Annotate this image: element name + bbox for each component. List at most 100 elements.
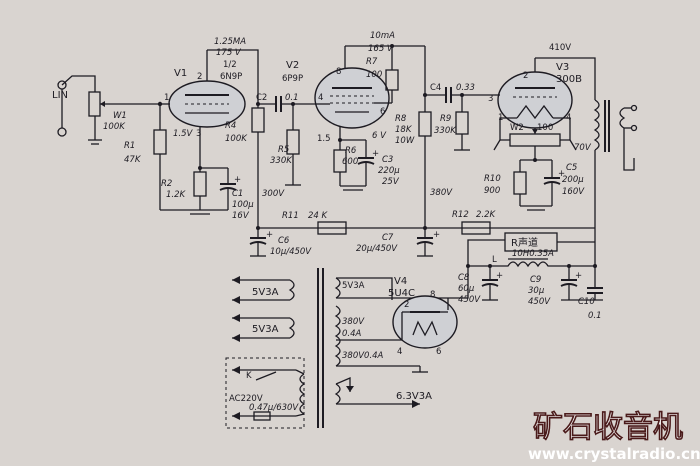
svg-text:+: + — [234, 175, 241, 185]
r11-name: R11 — [282, 211, 299, 221]
c2-capacitor: C2 0.1 — [256, 93, 315, 112]
v1-current: 1.25MA — [214, 37, 246, 47]
c5-name: C5 — [566, 163, 577, 173]
c1-name: C1 — [232, 189, 243, 199]
tube-v2: V2 6P9P 10mA 165 V 8 4 1.5 6 — [282, 31, 395, 144]
input-label: LIN — [52, 90, 68, 101]
r12-resistor: R12 2.2K — [452, 210, 497, 235]
v1-voltage: 175 V — [216, 48, 242, 58]
r1-name: R1 — [124, 141, 135, 151]
c9-value: 30μ — [528, 286, 545, 296]
v1-half: 1/2 — [223, 60, 237, 70]
v4-type: 5U4C — [388, 288, 415, 299]
c9-voltage: 450V — [528, 297, 551, 307]
v2-name: V2 — [286, 60, 299, 71]
input-jack: LIN — [52, 75, 96, 137]
v3-name: V3 — [556, 62, 569, 73]
v2-pin-6: 6 — [380, 107, 385, 117]
ps-5v3a-1: 5V3A — [252, 287, 279, 298]
v3-type: 300B — [556, 74, 582, 85]
c3-capacitor: + C3 220μ 25V — [357, 140, 400, 187]
r8-value: 18K — [395, 125, 413, 135]
r9-resistor: R9 330K — [434, 95, 470, 151]
c3-value: 220μ — [378, 166, 400, 176]
c10-name: C10 — [578, 297, 595, 307]
v3-cathode-voltage: 70V — [574, 143, 592, 153]
c4-capacitor: C4 0.33 — [425, 83, 495, 103]
c5-value: 200μ — [562, 175, 584, 185]
c8-voltage: 450V — [458, 295, 481, 305]
c6-name: C6 — [278, 236, 290, 246]
v1-pin-3: 3 — [196, 129, 201, 139]
heater-label: 6.3V3A — [396, 391, 432, 402]
node-380-label: 380V — [430, 188, 453, 198]
v1-pin-2: 2 — [197, 72, 202, 82]
r7-value: 100 — [366, 70, 382, 80]
c8-value: 60μ — [458, 284, 475, 294]
power-transformer — [299, 268, 341, 428]
v1-cathode-voltage: 1.5V — [173, 129, 194, 139]
crystalradio-logo: 矿石收音机 www.crystalradio.cn — [528, 410, 700, 463]
choke-name: L — [492, 255, 497, 265]
r5-name: R5 — [278, 145, 289, 155]
c9-capacitor: + C9 30μ 450V — [528, 266, 582, 307]
hv-bottom: 380V0.4A — [342, 351, 384, 361]
v1-type: 6N9P — [220, 72, 242, 82]
v4-pin-2: 2 — [404, 300, 409, 310]
c1-capacitor: + C1 100μ 16V — [219, 168, 254, 221]
v4-pin-4: 4 — [397, 347, 402, 357]
r1-value: 47K — [124, 155, 142, 165]
c8-name: C8 — [458, 273, 470, 283]
r1-resistor: R1 47K — [124, 104, 167, 210]
choke-inductor: L 10H0.35A — [468, 249, 595, 268]
v4-pin-8: 8 — [430, 290, 435, 300]
r4-resistor: R4 100K — [225, 104, 265, 228]
w1-potentiometer: W1 100K — [88, 91, 160, 145]
output-transformer — [593, 99, 638, 266]
c7-value: 20μ/450V — [356, 244, 398, 254]
r6-name: R6 — [345, 146, 357, 156]
v2-voltage: 165 V — [368, 44, 394, 54]
c7-capacitor: + C7 20μ/450V — [356, 228, 440, 257]
svg-text:+: + — [266, 230, 273, 240]
r5-resistor: R5 330K — [270, 104, 301, 186]
r2-resistor: R2 1.2K — [161, 168, 207, 210]
svg-text:+: + — [433, 230, 440, 240]
ps-5v3a-2: 5V3A — [252, 324, 279, 335]
w2-name: W2 — [510, 123, 524, 133]
r12-name: R12 — [452, 210, 469, 220]
c6-value: 10μ/450V — [270, 247, 312, 257]
c5-capacitor: + C5 200μ 160V — [543, 160, 585, 206]
r9-name: R9 — [440, 114, 451, 124]
r8-power: 10W — [395, 136, 415, 146]
r6-resistor: R6 600 — [333, 140, 358, 186]
ps-5v3a-right: 5V3A — [342, 281, 365, 291]
c2-name: C2 — [256, 93, 267, 103]
c10-capacitor: C10 0.1 — [578, 266, 603, 321]
v3-voltage: 410V — [549, 43, 571, 53]
c1-voltage: 16V — [232, 211, 250, 221]
c4-value: 0.33 — [456, 83, 475, 93]
r11-value: 24 K — [308, 211, 329, 221]
r8-resistor: R8 18K 10W — [395, 46, 432, 228]
w1-name: W1 — [113, 111, 127, 121]
c9-name: C9 — [530, 275, 541, 285]
hv-top-voltage: 380V — [342, 317, 365, 327]
w2-value: 100 — [537, 123, 553, 133]
svg-text:+: + — [372, 149, 379, 159]
tube-v4: V4 5U4C 2 8 4 6 — [388, 276, 458, 357]
v1-pin-1: 1 — [164, 93, 169, 103]
svg-text:+: + — [558, 169, 565, 179]
c4-name: C4 — [430, 83, 441, 93]
c1-value: 100μ — [232, 200, 254, 210]
c7-name: C7 — [382, 233, 394, 243]
choke-value: 10H0.35A — [512, 249, 554, 259]
v4-name: V4 — [394, 276, 407, 287]
r5-value: 330K — [270, 156, 293, 166]
mains-label: AC220V — [229, 394, 263, 404]
svg-text:+: + — [496, 271, 503, 281]
mains-cap-label: 0.47μ/630V — [249, 403, 299, 413]
r12-value: 2.2K — [476, 210, 497, 220]
c2-value: 0.1 — [285, 93, 299, 103]
